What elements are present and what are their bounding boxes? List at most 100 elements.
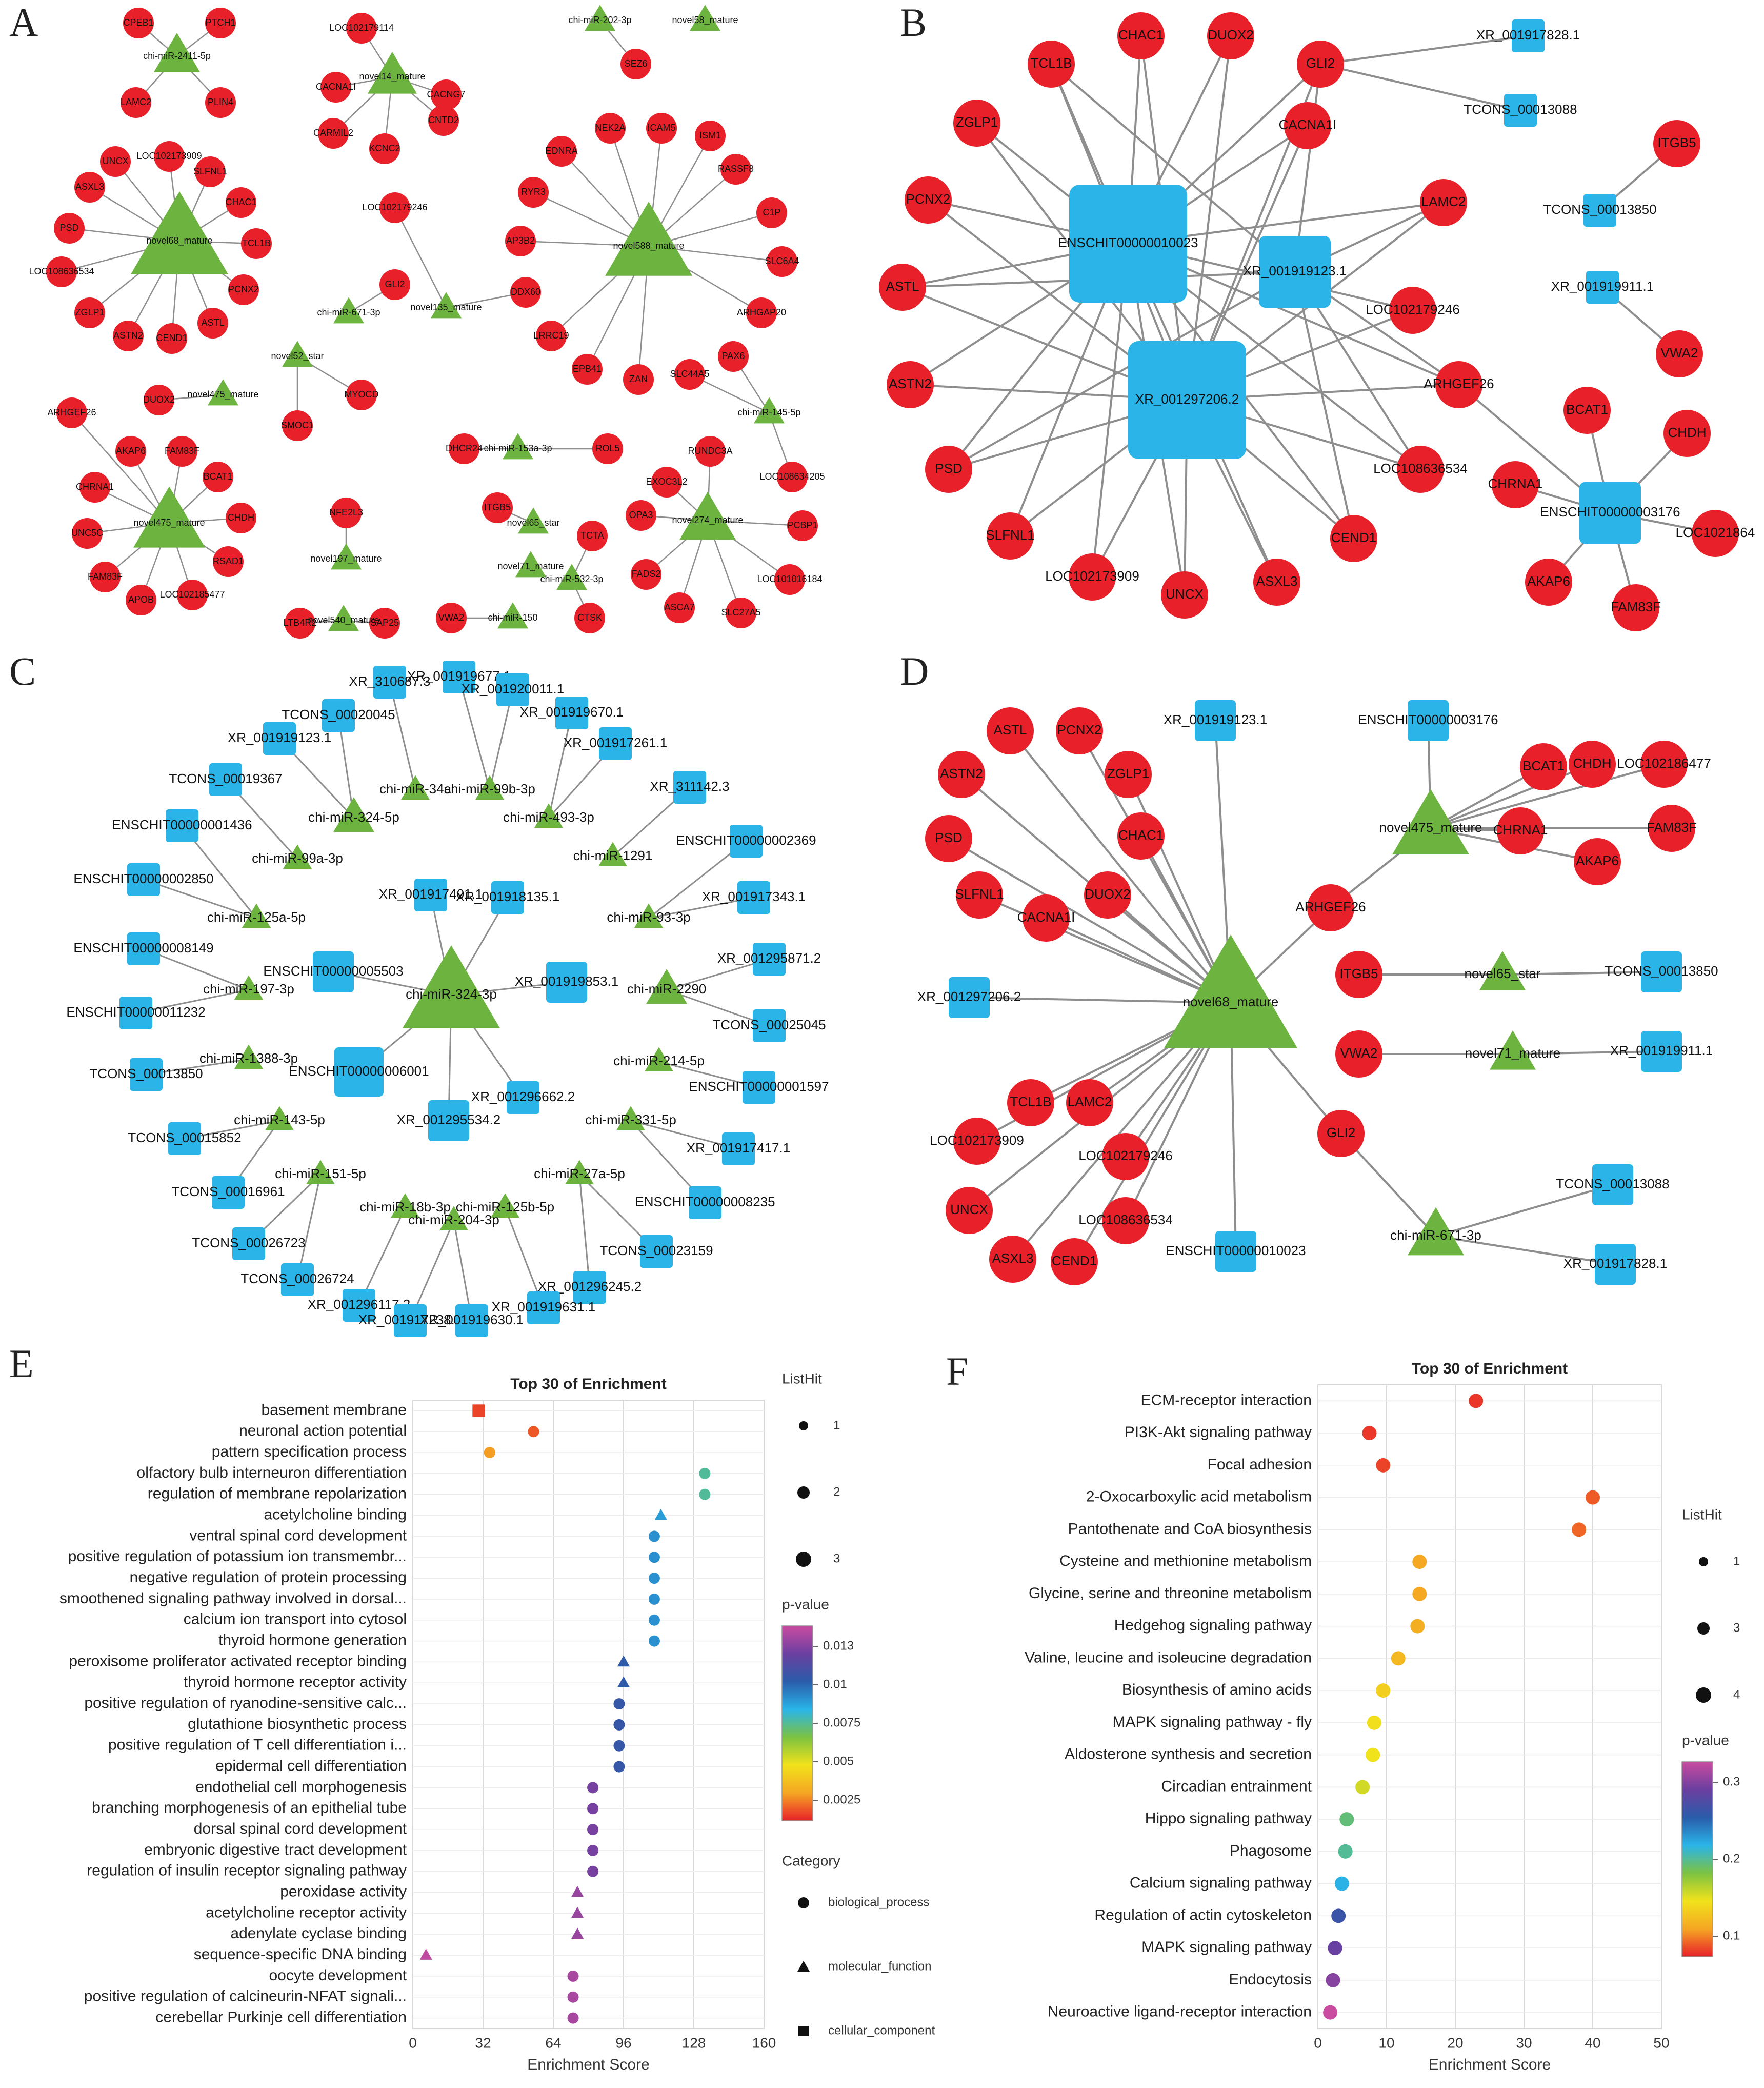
node-label: PSD (935, 461, 962, 476)
network-node: ASTN2 (938, 751, 985, 798)
network-node: AKAP6 (115, 436, 146, 467)
gene-node (1612, 584, 1659, 631)
lncrna-node (722, 1132, 755, 1165)
network-node: chi-miR-153a-3p (484, 433, 552, 460)
network-node: chi-miR-671-3p (317, 297, 380, 324)
network-edge (548, 712, 573, 819)
mirna-node (497, 602, 528, 629)
network-node: XR_001919911.1 (1610, 1031, 1713, 1072)
network-node: XR_001917828.1 (1563, 1244, 1667, 1285)
node-label: XR_001296245.2 (538, 1279, 642, 1294)
gene-node (1520, 743, 1567, 790)
mirna-node (679, 491, 736, 540)
gene-node (1317, 1110, 1365, 1157)
network-node: chi-miR-125a-5p (207, 903, 306, 928)
gene-node (1102, 1133, 1149, 1180)
node-label: VWA2 (1340, 1045, 1378, 1061)
network-node: NEK2A (595, 113, 626, 144)
lncrna-node (689, 1186, 721, 1219)
network-node: PCNX2 (905, 176, 952, 224)
network-node: DUOX2 (1207, 12, 1254, 59)
data-point (1338, 1844, 1353, 1859)
node-label: novel52_star (271, 351, 324, 362)
mirna-node (265, 1106, 294, 1131)
network-node: ISM1 (695, 121, 726, 151)
legend-title: p-value (782, 1596, 829, 1612)
x-tick-label: 0 (409, 2035, 417, 2051)
term-label: acetylcholine binding (264, 1506, 407, 1523)
node-label: XR_001919123.1 (228, 730, 331, 745)
nodes: XR_310687.3XR_001919677.1XR_001920011.1T… (66, 661, 829, 1337)
term-label: ECM-receptor interaction (1141, 1391, 1312, 1408)
gene-node (428, 105, 459, 136)
node-label: ITGB5 (484, 502, 511, 512)
node-label: novel71_mature (1465, 1045, 1560, 1061)
mirna-node (401, 775, 430, 800)
node-label: ROL5 (595, 443, 619, 453)
network-node: chi-miR-214-5p (613, 1047, 705, 1072)
mirna-node (154, 33, 200, 72)
node-label: KCNC2 (369, 143, 400, 153)
network-edge (1050, 63, 1296, 273)
network-node: ARHGEF26 (47, 397, 96, 428)
node-label: LOC102179246 (1078, 1148, 1173, 1163)
network-edge (666, 958, 770, 991)
data-point (528, 1426, 539, 1438)
node-label: ASTN2 (889, 376, 932, 391)
network-node: BCAT1 (203, 462, 233, 492)
node-label: chi-miR-324-3p (406, 986, 497, 1002)
node-label: RSAD1 (213, 556, 244, 566)
term-label: calcium ion transport into cytosol (184, 1611, 407, 1628)
legend-title: ListHit (782, 1370, 822, 1386)
data-points (419, 1404, 711, 2024)
network-node: TCONS_00026723 (192, 1227, 306, 1260)
network-edge (969, 997, 1231, 1004)
network-node: AKAP6 (1574, 838, 1621, 885)
node-label: FADS2 (631, 569, 660, 579)
node-label: XR_001917343.1 (702, 889, 806, 904)
gene-node (205, 87, 236, 118)
network-node: CACNA1I (1017, 894, 1075, 942)
node-label: XR_311142.3 (650, 779, 729, 794)
network-node: chi-miR-204-3p (408, 1206, 499, 1231)
panel-label-c: C (9, 649, 36, 693)
node-label: CACNA1I (1279, 117, 1337, 132)
legend-size-marker (1699, 1557, 1708, 1566)
network-node: ENSCHIT00000001597 (689, 1071, 829, 1104)
network-edge (143, 948, 249, 991)
network-node: XR_001296662.2 (471, 1081, 575, 1114)
gene-node (449, 433, 479, 464)
node-label: chi-miR-125b-5p (456, 1199, 554, 1215)
node-label: chi-miR-532-3p (540, 574, 603, 584)
node-label: TCONS_00023159 (599, 1243, 713, 1258)
gene-node (1525, 559, 1572, 606)
mirna-node (333, 797, 374, 832)
node-label: RUNDC3A (688, 446, 732, 456)
chart-title: Top 30 of Enrichment (1412, 1360, 1568, 1377)
legend-size-value: 4 (1733, 1687, 1740, 1701)
node-label: SLFNL1 (955, 886, 1004, 902)
gene-node (623, 364, 654, 395)
mirna-node (1408, 1207, 1464, 1256)
term-label: embryonic digestive tract development (144, 1841, 407, 1858)
lncrna-node (546, 962, 587, 1003)
network-node: chi-miR-34a (379, 775, 452, 800)
network-node: XR_001917261.1 (564, 727, 667, 760)
data-point (1326, 1973, 1340, 1987)
gene-node (126, 585, 156, 615)
node-label: XR_001917261.1 (564, 735, 667, 750)
plot-area (1317, 1384, 1662, 2029)
node-label: AKAP6 (1576, 853, 1619, 868)
term-label: regulation of insulin receptor signaling… (87, 1862, 407, 1879)
legend-category-label: biological_process (828, 1895, 929, 1909)
node-label: SLC44A5 (670, 369, 709, 379)
mirna-node (306, 1160, 335, 1185)
term-label: Hippo signaling pathway (1145, 1810, 1312, 1827)
node-label: SLC27A5 (721, 607, 760, 618)
network-node: TCONS_00026724 (240, 1263, 354, 1296)
node-label: TCONS_00016961 (171, 1184, 285, 1199)
gene-node (592, 433, 623, 464)
network-node: novel65_star (507, 507, 560, 534)
node-label: LOC102185477 (159, 589, 225, 600)
